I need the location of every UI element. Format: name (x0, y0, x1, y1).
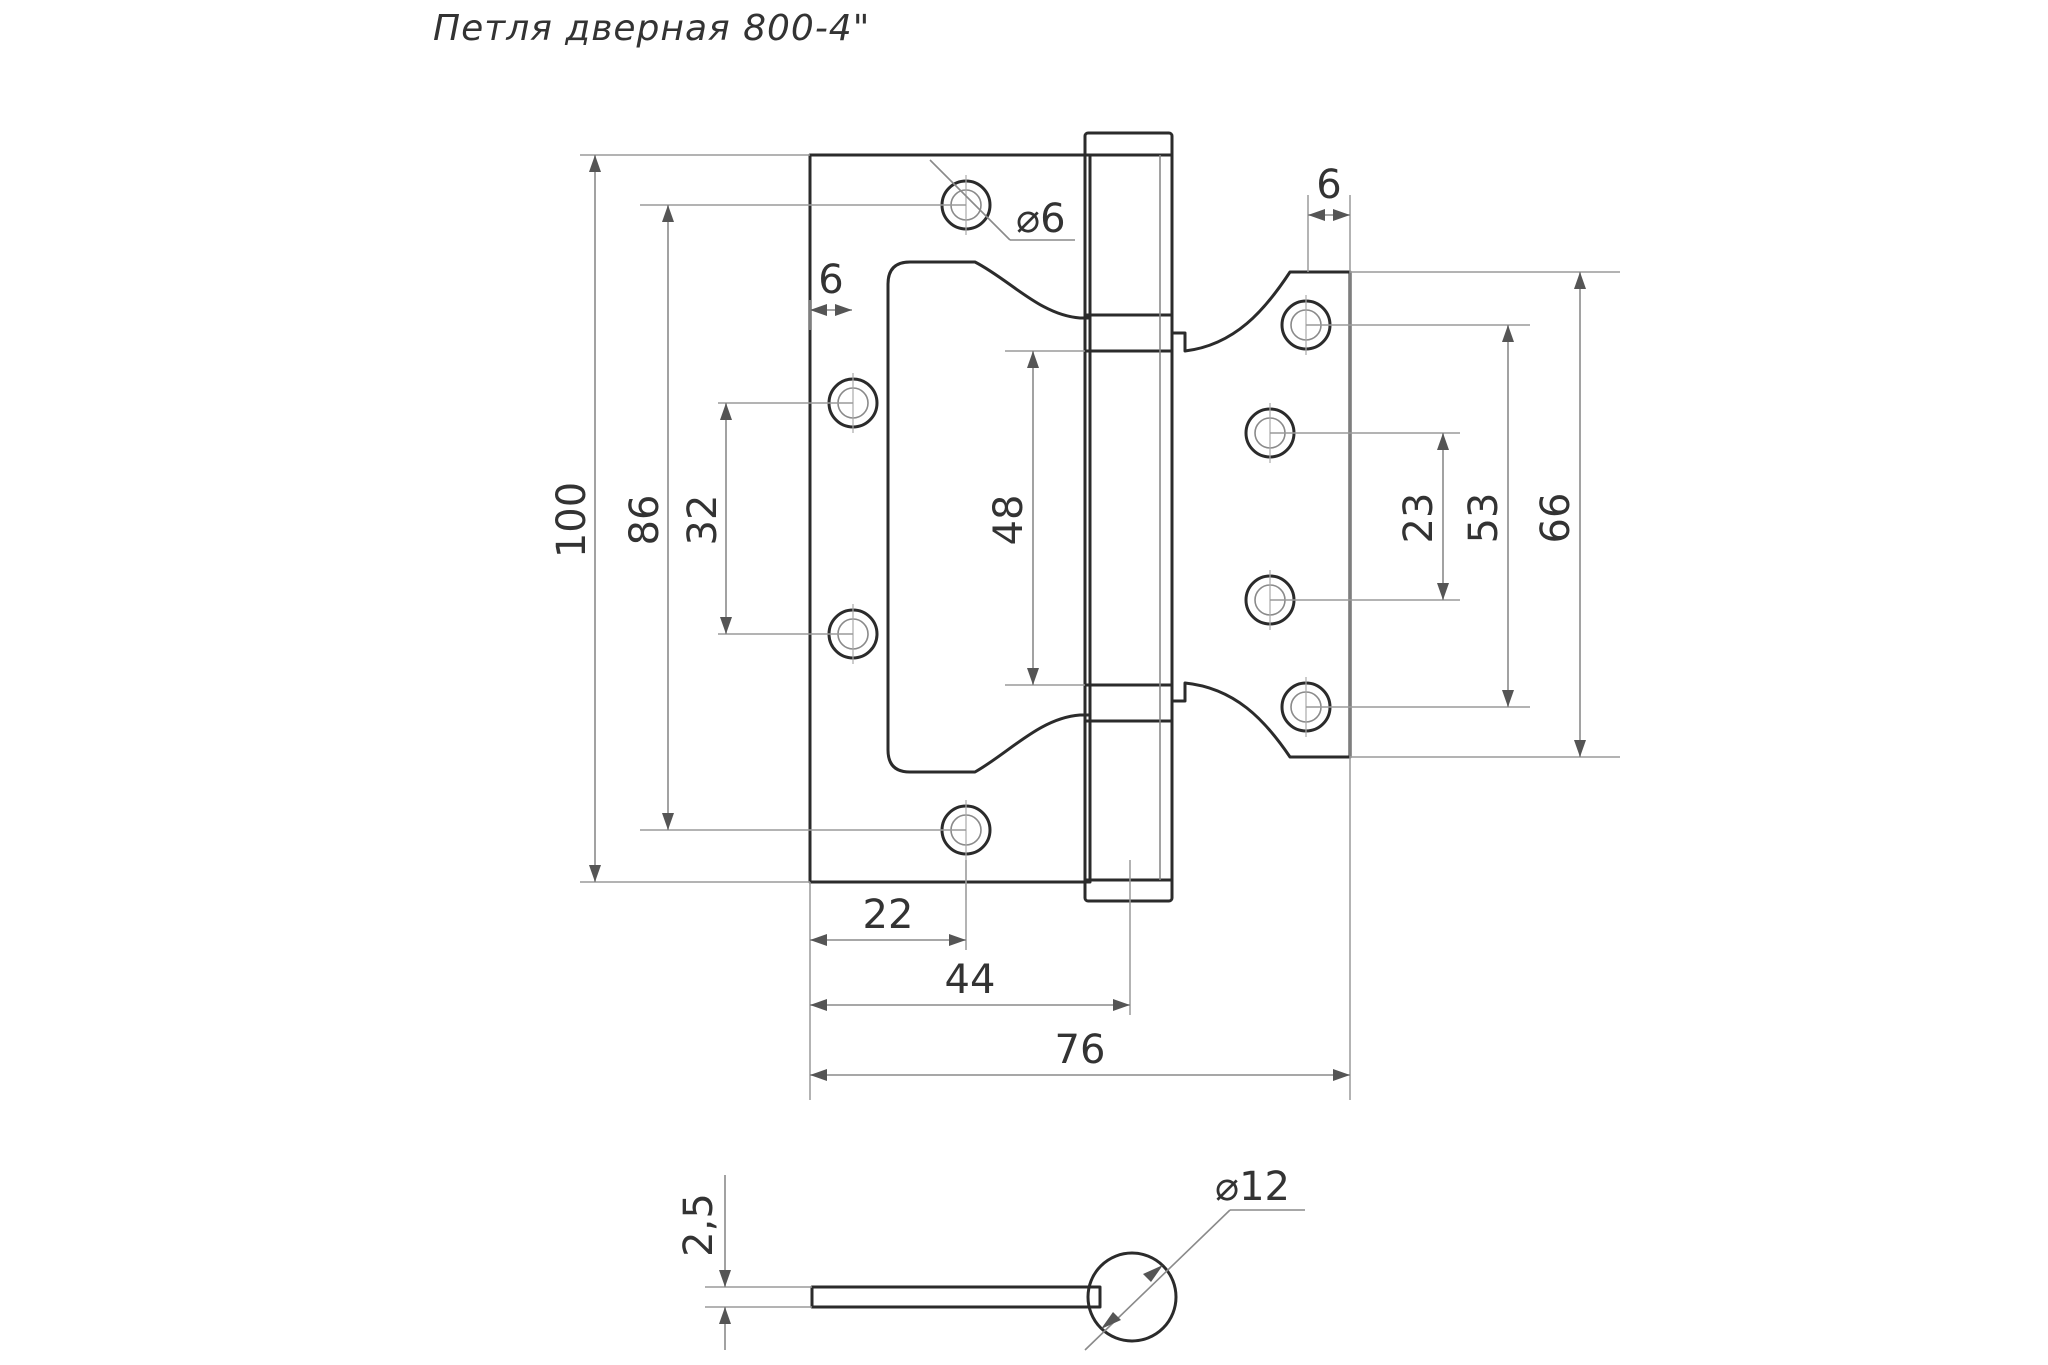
dim-right-inner-spacing: 23 (1396, 493, 1442, 544)
knuckle-upper-segment (1083, 313, 1174, 353)
hinge-front-view (808, 131, 1352, 903)
dim-total-height: 100 (549, 482, 595, 558)
hole-center-marks (852, 175, 1307, 900)
leaf-section (810, 1285, 1102, 1309)
knuckle-section (1086, 1251, 1178, 1343)
drawing-title: Петля дверная 800-4" (433, 8, 870, 49)
right-leaf-holes (1244, 299, 1332, 733)
dim-knuckle-gap: 48 (986, 495, 1032, 546)
dim-total-width: 76 (1055, 1027, 1106, 1073)
dim-right-edge-offset: 6 (1316, 162, 1341, 208)
dim-leaf-thickness: 2,5 (676, 1193, 722, 1257)
dim-hole-x-offset: 22 (863, 892, 914, 938)
hinge-side-view: 2,5 ⌀12 (676, 1164, 1305, 1351)
dim-hole-diameter: ⌀6 (1016, 196, 1066, 242)
dimension-labels: 100 86 32 48 23 53 66 6 6 ⌀6 22 44 76 (549, 162, 1579, 1073)
dim-inner-hole-spacing: 32 (680, 495, 726, 546)
dim-right-outer-spacing: 53 (1461, 493, 1507, 544)
left-leaf-cutout (886, 260, 1092, 774)
left-leaf-holes (827, 179, 992, 856)
knuckle-barrel (1083, 131, 1174, 903)
dim-right-leaf-height: 66 (1533, 493, 1579, 544)
knuckle-lower-segment (1083, 683, 1174, 723)
dim-outer-hole-spacing: 86 (622, 495, 668, 546)
right-leaf-outline (1172, 270, 1352, 759)
dim-axis-x-offset: 44 (945, 957, 996, 1003)
dimension-lines (580, 154, 1620, 1100)
dim-knuckle-diameter: ⌀12 (1215, 1164, 1290, 1210)
dim-left-edge-offset: 6 (818, 257, 843, 303)
